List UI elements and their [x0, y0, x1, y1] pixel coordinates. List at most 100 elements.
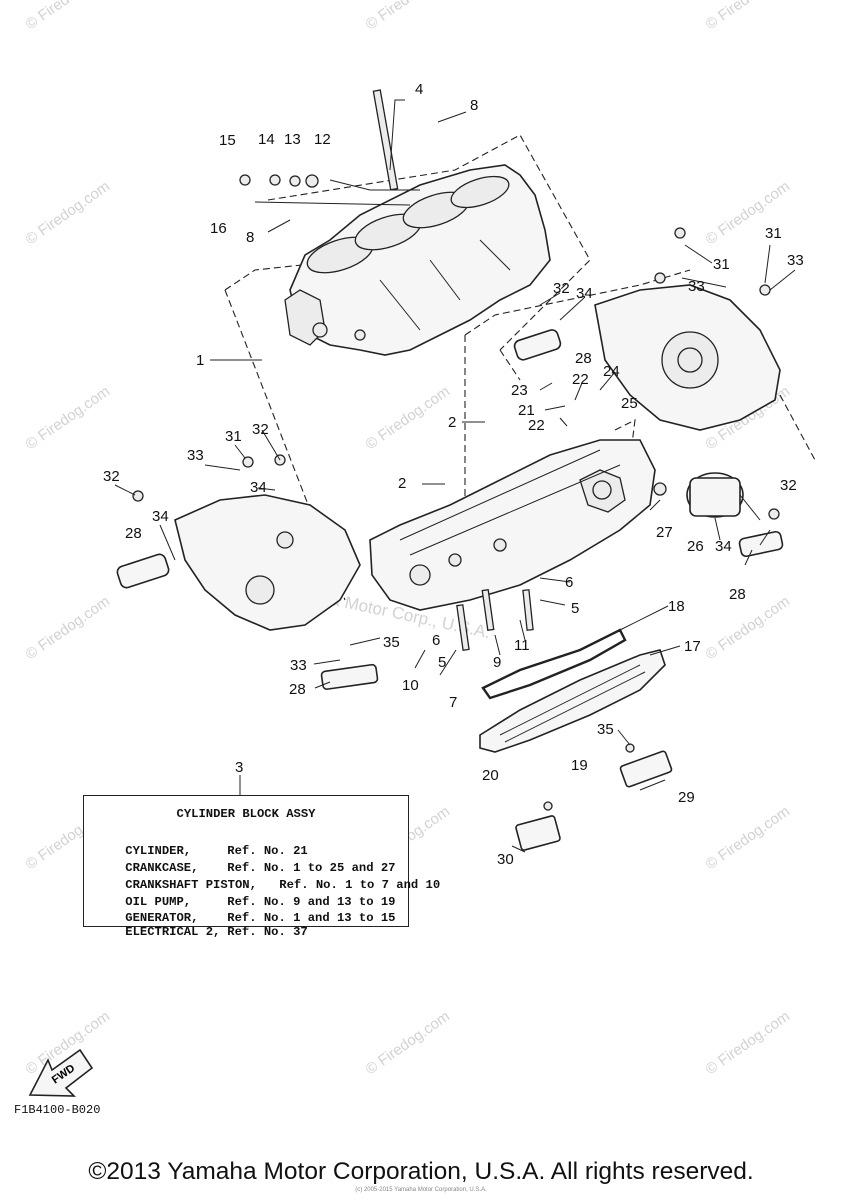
assy-row-ref: Ref. No. 21	[227, 844, 308, 858]
callout-9: 9	[493, 654, 501, 671]
callout-15: 15	[219, 132, 236, 149]
callout-29: 29	[678, 789, 695, 806]
callout-35: 35	[597, 721, 614, 738]
callout-3: 3	[235, 759, 243, 776]
callout-5: 5	[571, 600, 579, 617]
assy-title: CYLINDER BLOCK ASSY	[176, 807, 316, 821]
callout-18: 18	[668, 598, 685, 615]
callout-8: 8	[470, 97, 478, 114]
callout-5: 5	[438, 654, 446, 671]
callout-2: 2	[398, 475, 406, 492]
assy-row-ref: Ref. No. 1 to 25 and 27	[227, 861, 396, 875]
callout-16: 16	[210, 220, 227, 237]
callout-28: 28	[575, 350, 592, 367]
assy-row-ref: Ref. No. 1 to 7 and 10	[279, 878, 441, 892]
callout-2: 2	[448, 414, 456, 431]
callout-33: 34	[250, 479, 267, 496]
callout-22: 22	[528, 417, 545, 434]
watermark: © Firedog.com	[703, 0, 794, 33]
callout-4: 4	[415, 81, 423, 98]
callout-22: 22	[572, 371, 589, 388]
small-parts	[116, 89, 784, 851]
callout-34: 35	[383, 634, 400, 651]
callout-8: 8	[246, 229, 254, 246]
watermark: © Firedog.com	[363, 383, 454, 453]
callout-31: 31	[765, 225, 782, 242]
assy-row: CYLINDER, Ref. No. 21	[96, 830, 308, 872]
fwd-arrow: FWD	[28, 1048, 94, 1097]
callout-11: 11	[514, 637, 530, 654]
callout-19: 19	[571, 757, 588, 774]
callout-30: 30	[497, 851, 514, 868]
watermark: © Firedog.com	[363, 0, 454, 33]
callout-26: 26	[687, 538, 704, 555]
callout-17: 17	[684, 638, 701, 655]
watermark: © Firedog.com	[23, 178, 114, 248]
callout-1: 1	[196, 352, 204, 369]
callout-33: 33	[688, 278, 705, 295]
callout-32: 33	[290, 657, 307, 674]
fwd-arrow-icon	[28, 1048, 94, 1097]
assy-row: GENERATOR, Ref. No. 1 and 13 to 15	[96, 897, 395, 939]
watermark: © Firedog.com	[363, 1008, 454, 1078]
callout-27: 27	[656, 524, 673, 541]
assy-row-name: CRANKSHAFT PISTON,	[125, 878, 257, 892]
callout-34: 34	[715, 538, 732, 555]
callout-31: 31	[225, 428, 242, 445]
assy-row-ref: Ref. No. 9 and 13 to 19	[227, 895, 396, 909]
generator-cover-left	[174, 494, 361, 631]
callout-6: 6	[432, 632, 440, 649]
assy-row-ref: Ref. No. 1 and 13 to 15	[227, 911, 396, 925]
callout-6: 6	[565, 574, 573, 591]
assy-row-name: CRANKCASE,	[125, 861, 199, 875]
callout-13: 13	[284, 131, 301, 148]
callout-23: 23	[511, 382, 528, 399]
callout-20: 20	[482, 767, 499, 784]
callout-33: 33	[187, 447, 204, 464]
watermark: © Firedog.com	[23, 0, 114, 33]
watermark: © Firedog.com	[23, 593, 114, 663]
assy-row-name: OIL PUMP,	[125, 895, 192, 909]
callout-32: 32	[553, 280, 570, 297]
diagram-code: F1B4100-B020	[14, 1103, 101, 1117]
callout-32: 32	[103, 468, 120, 485]
generator-cover-right	[594, 284, 781, 431]
oil-pan	[479, 628, 666, 753]
leader-lines	[114, 99, 796, 853]
callout-31: 32	[252, 421, 269, 438]
copyright-notice: ©2013 Yamaha Motor Corporation, U.S.A. A…	[88, 1158, 754, 1185]
callout-10: 10	[402, 677, 419, 694]
watermark: © Firedog.com	[23, 383, 114, 453]
assy-row: ELECTRICAL 2, Ref. No. 37	[96, 911, 308, 953]
callout-labels: 1 2 2 3 4 5 5 6 6 7 8 8 9 10 11 12 13 14…	[103, 81, 804, 868]
watermark: © Firedog.com	[703, 593, 794, 663]
assy-row-name: CYLINDER,	[125, 844, 192, 858]
assy-row-name: GENERATOR,	[125, 911, 199, 925]
callout-25: 25	[621, 395, 638, 412]
callout-28: 28	[729, 586, 746, 603]
callout-28: 28	[289, 681, 306, 698]
callout-7: 7	[449, 694, 457, 711]
callout-34: 34	[576, 285, 593, 302]
assy-row-name: ELECTRICAL 2,	[125, 925, 221, 939]
callout-24: 24	[603, 363, 620, 380]
assy-row-ref: Ref. No. 37	[227, 925, 308, 939]
callout-14: 14	[258, 131, 275, 148]
callout-32: 32	[780, 477, 797, 494]
callout-12: 12	[314, 131, 331, 148]
watermark: © Firedog.com	[703, 803, 794, 873]
crankcase	[369, 439, 656, 611]
callout-34: 34	[152, 508, 169, 525]
watermark: © Firedog.com	[703, 1008, 794, 1078]
assy-row: OIL PUMP, Ref. No. 9 and 13 to 19	[96, 881, 395, 923]
callout-28: 28	[125, 525, 142, 542]
assy-row: CRANKCASE, Ref. No. 1 to 25 and 27	[96, 847, 395, 889]
callout-21: 21	[518, 402, 535, 419]
assy-row: CRANKSHAFT PISTON, Ref. No. 1 to 7 and 10	[96, 864, 440, 906]
cylinder-block-assy-box: CYLINDER BLOCK ASSY CYLINDER, Ref. No. 21…	[83, 795, 440, 939]
callout-31: 31	[713, 256, 730, 273]
callout-33: 33	[787, 252, 804, 269]
cylinder-block	[284, 164, 551, 356]
tiny-notice: (c) 2005-2015 Yamaha Motor Corporation, …	[355, 1187, 487, 1193]
